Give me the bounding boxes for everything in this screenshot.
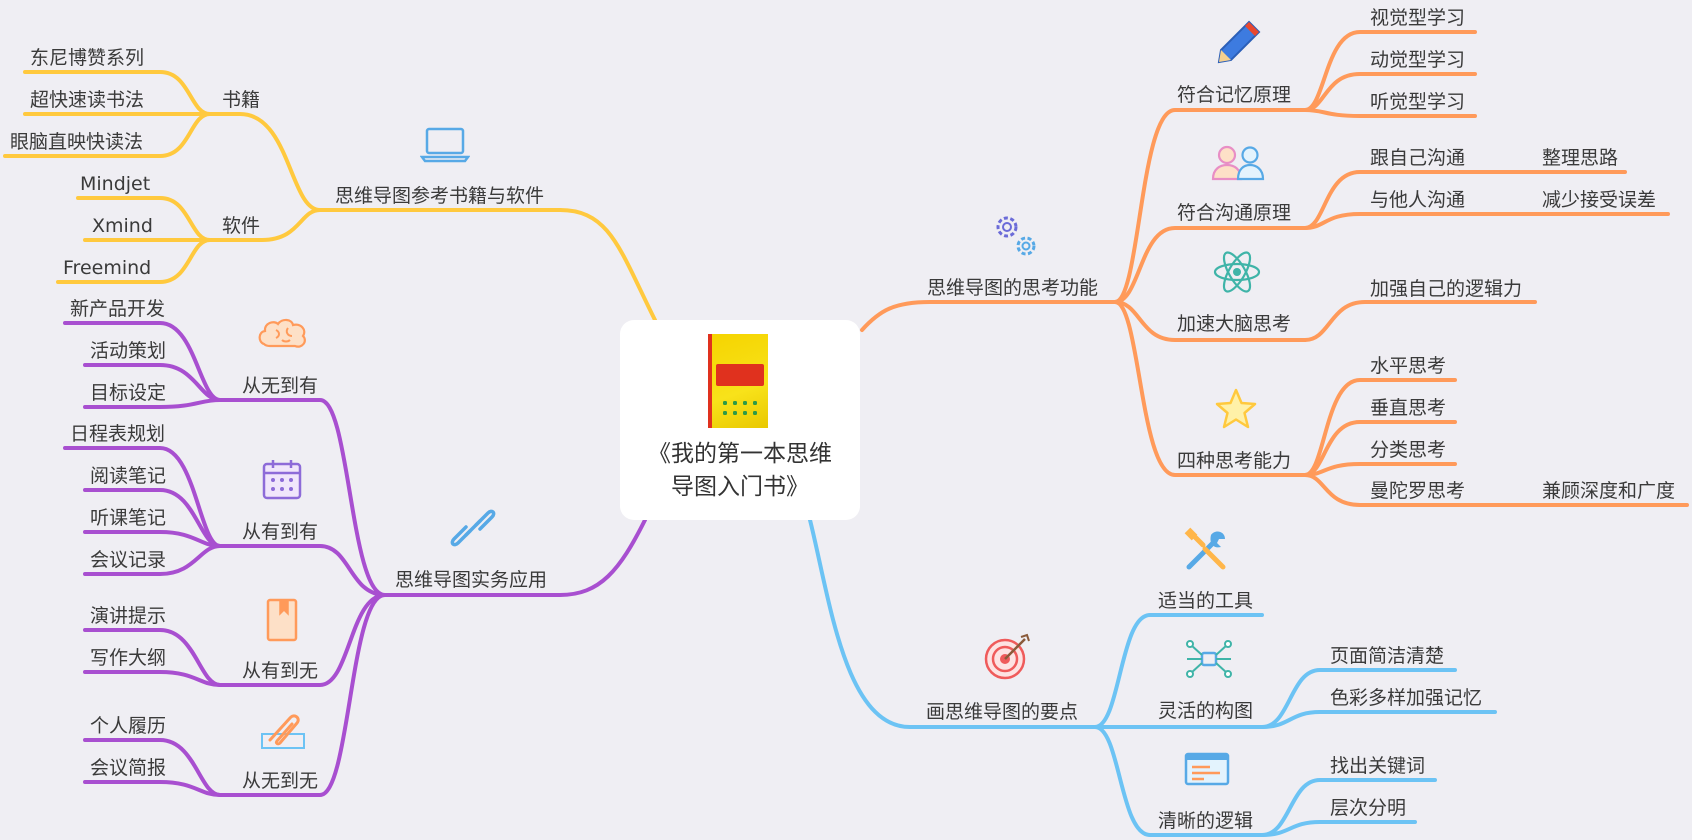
topic-applications[interactable]: 思维导图实务应用 xyxy=(395,569,548,591)
subtopic-something-to-nothing[interactable]: 从有到无 xyxy=(242,660,319,682)
brain-icon xyxy=(258,318,306,348)
logic-item[interactable]: 找出关键词 xyxy=(1330,755,1426,777)
application-item[interactable]: 听课笔记 xyxy=(90,507,167,529)
subtopic-logic[interactable]: 清晰的逻辑 xyxy=(1158,810,1254,832)
bookmark-icon xyxy=(266,598,298,642)
application-item[interactable]: 演讲提示 xyxy=(90,605,167,627)
gears-icon xyxy=(996,216,1036,256)
brain-item[interactable]: 加强自己的逻辑力 xyxy=(1370,278,1523,300)
book-cover-image xyxy=(708,334,768,428)
branch-drawing-points xyxy=(808,518,1497,837)
subtopic-something-to-something[interactable]: 从有到有 xyxy=(242,521,319,543)
subtopic-nothing-to-nothing[interactable]: 从无到无 xyxy=(242,770,319,792)
communication-detail[interactable]: 整理思路 xyxy=(1542,147,1619,169)
communication-item[interactable]: 与他人沟通 xyxy=(1370,189,1466,211)
application-item[interactable]: 目标设定 xyxy=(90,382,167,404)
topic-thinking-functions[interactable]: 思维导图的思考功能 xyxy=(927,277,1099,299)
subtopic-communication[interactable]: 符合沟通原理 xyxy=(1177,202,1292,224)
application-item[interactable]: 新产品开发 xyxy=(70,298,166,320)
book-item[interactable]: 超快速读书法 xyxy=(30,89,145,111)
link-icon xyxy=(450,509,496,547)
subtopic-tools[interactable]: 适当的工具 xyxy=(1158,590,1254,612)
logic-item[interactable]: 层次分明 xyxy=(1330,797,1407,819)
pencil-icon xyxy=(1217,20,1261,64)
layout-item[interactable]: 色彩多样加强记忆 xyxy=(1330,687,1483,709)
subtopic-brain[interactable]: 加速大脑思考 xyxy=(1177,313,1292,335)
layout-item[interactable]: 页面简洁清楚 xyxy=(1330,645,1445,667)
thinking-detail[interactable]: 兼顾深度和广度 xyxy=(1542,480,1676,502)
central-topic[interactable]: 《我的第一本思维 导图入门书》 xyxy=(620,320,860,520)
application-item[interactable]: 会议简报 xyxy=(90,757,167,779)
application-item[interactable]: 阅读笔记 xyxy=(90,465,167,487)
subtopic-layout[interactable]: 灵活的构图 xyxy=(1158,700,1254,722)
memory-item[interactable]: 视觉型学习 xyxy=(1370,7,1466,29)
people-icon xyxy=(1211,145,1265,181)
memory-item[interactable]: 听觉型学习 xyxy=(1370,91,1466,113)
paperclip-icon xyxy=(261,714,305,749)
application-item[interactable]: 写作大纲 xyxy=(90,647,167,669)
application-item[interactable]: 活动策划 xyxy=(90,340,167,362)
application-item[interactable]: 个人履历 xyxy=(90,715,167,737)
branch-applications xyxy=(63,321,647,797)
star-icon xyxy=(1215,388,1257,429)
book-item[interactable]: 眼脑直映快读法 xyxy=(10,131,144,153)
subtopic-books[interactable]: 书籍 xyxy=(222,89,261,111)
branch-books-software xyxy=(3,70,657,322)
calendar-icon xyxy=(262,460,302,500)
software-item[interactable]: Freemind xyxy=(63,257,152,279)
application-item[interactable]: 日程表规划 xyxy=(70,423,166,445)
thinking-item[interactable]: 水平思考 xyxy=(1370,355,1447,377)
memory-item[interactable]: 动觉型学习 xyxy=(1370,49,1466,71)
laptop-icon xyxy=(420,127,470,163)
communication-detail[interactable]: 减少接受误差 xyxy=(1542,189,1657,211)
atom-icon xyxy=(1213,251,1261,293)
thinking-item[interactable]: 分类思考 xyxy=(1370,439,1447,461)
subtopic-software[interactable]: 软件 xyxy=(222,215,261,237)
network-icon xyxy=(1186,640,1232,678)
subtopic-from-nothing[interactable]: 从无到有 xyxy=(242,375,319,397)
branch-thinking-functions xyxy=(860,30,1689,507)
topic-books-software[interactable]: 思维导图参考书籍与软件 xyxy=(335,185,545,207)
book-item[interactable]: 东尼博赞系列 xyxy=(30,47,145,69)
application-item[interactable]: 会议记录 xyxy=(90,549,167,571)
software-item[interactable]: Mindjet xyxy=(80,173,151,195)
subtopic-thinking-abilities[interactable]: 四种思考能力 xyxy=(1177,450,1292,472)
central-topic-title: 《我的第一本思维 导图入门书》 xyxy=(648,441,832,500)
thinking-item[interactable]: 垂直思考 xyxy=(1370,397,1447,419)
topic-drawing-points[interactable]: 画思维导图的要点 xyxy=(926,701,1079,723)
tools-icon xyxy=(1184,527,1226,570)
software-item[interactable]: Xmind xyxy=(92,215,153,237)
subtopic-memory[interactable]: 符合记忆原理 xyxy=(1177,84,1292,106)
target-icon xyxy=(984,633,1030,680)
text-box-icon xyxy=(1184,752,1230,786)
communication-item[interactable]: 跟自己沟通 xyxy=(1370,147,1466,169)
thinking-item[interactable]: 曼陀罗思考 xyxy=(1370,480,1466,502)
